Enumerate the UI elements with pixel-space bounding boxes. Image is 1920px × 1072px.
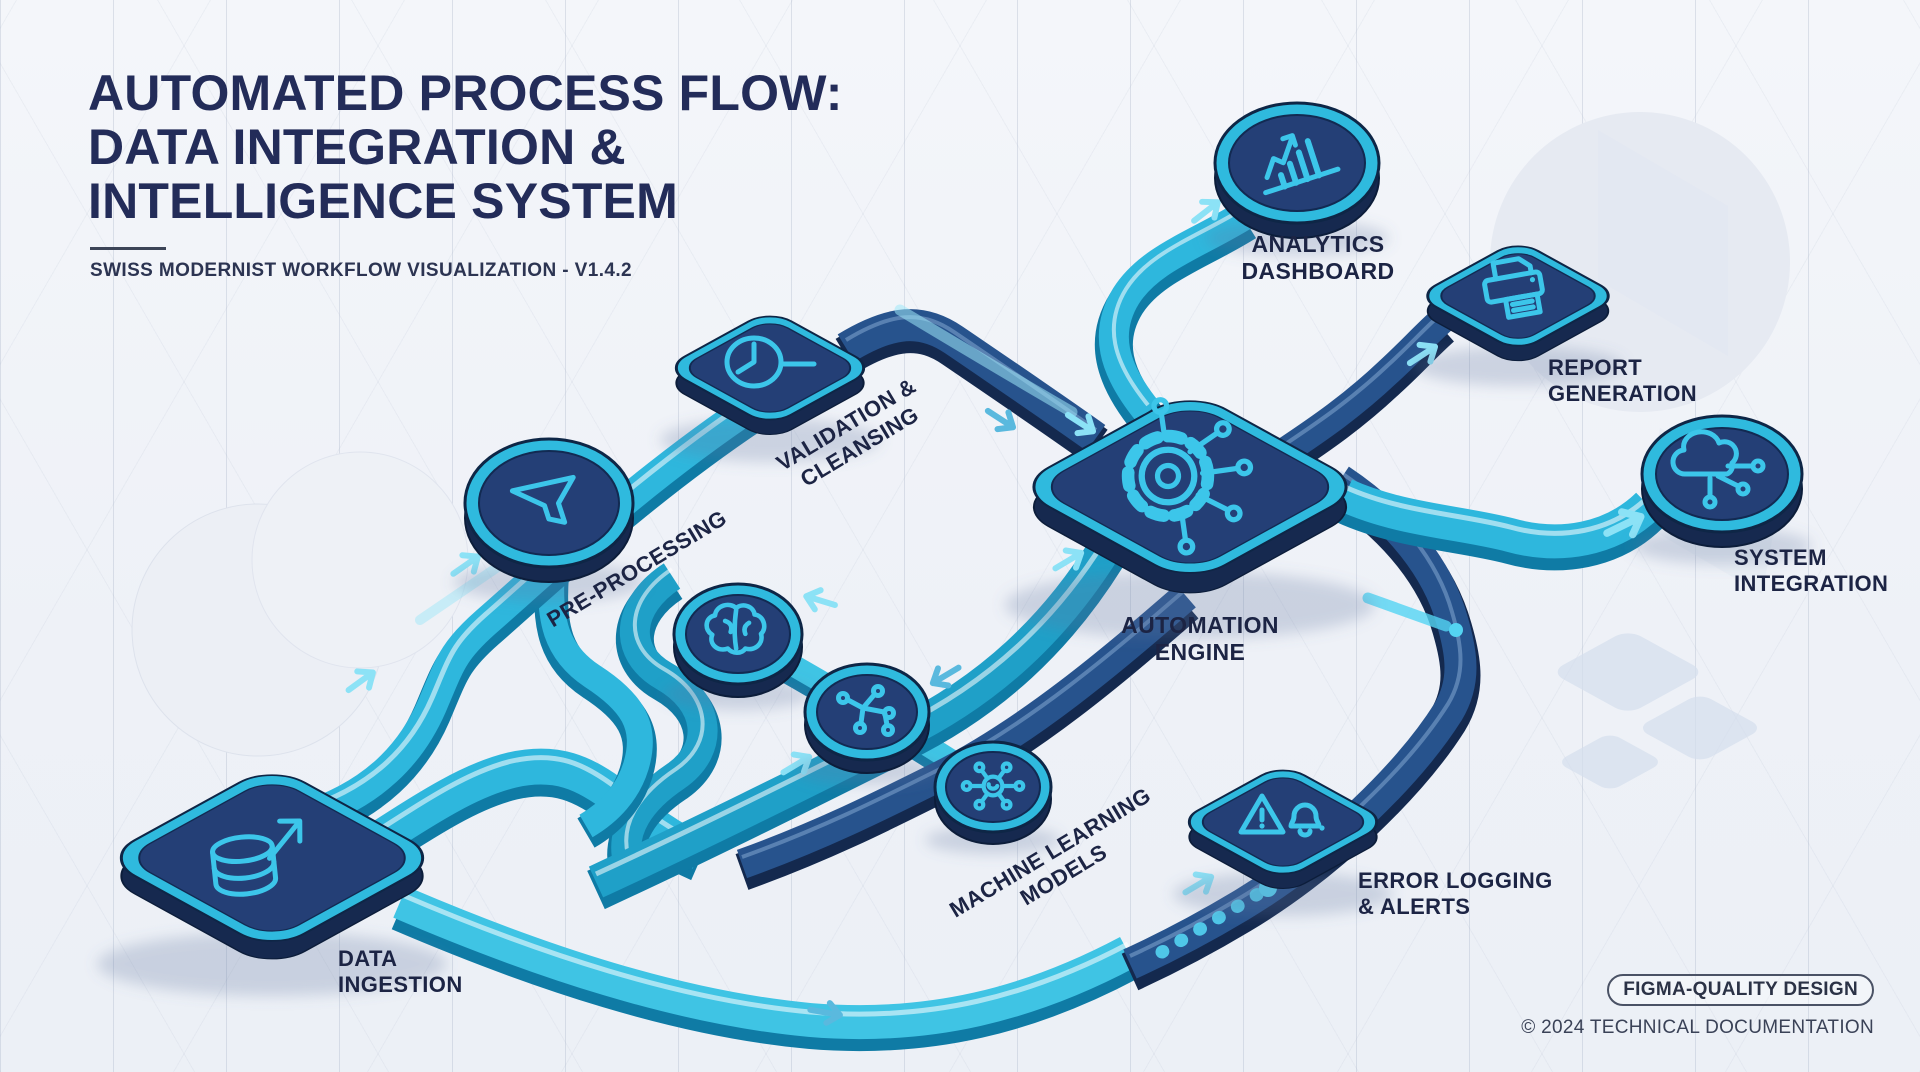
- system-integration-node: [1632, 414, 1812, 564]
- label-analytics-dashboard: ANALYTICS DASHBOARD: [1241, 231, 1395, 285]
- report-generation-node: [1413, 245, 1623, 386]
- tree-icon: [836, 684, 896, 737]
- label-system-integration: SYSTEM INTEGRATION: [1734, 545, 1889, 596]
- warning-bell-icon: [1238, 793, 1325, 838]
- brain-icon: [704, 602, 767, 655]
- label-data-ingestion: DATA INGESTION: [338, 946, 463, 997]
- analytics-dashboard-node: [1205, 101, 1389, 256]
- subtitle: SWISS MODERNIST WORKFLOW VISUALIZATION -…: [90, 260, 633, 281]
- database-arrow-icon: [210, 818, 303, 897]
- nodes: [97, 101, 1812, 996]
- quality-badge: FIGMA-QUALITY DESIGN: [1607, 974, 1874, 1006]
- label-report-generation: REPORT GENERATION: [1548, 355, 1698, 406]
- data-ingestion-node: [97, 774, 447, 996]
- copyright-text: © 2024 TECHNICAL DOCUMENTATION: [1521, 1017, 1874, 1038]
- hub-icon: [960, 761, 1026, 811]
- validation-cleansing-node: [660, 315, 880, 462]
- gear-circuit-icon: [1121, 397, 1254, 556]
- printer-icon: [1482, 256, 1545, 320]
- label-automation-engine: AUTOMATION ENGINE: [1121, 612, 1279, 666]
- cloud-network-icon: [1670, 429, 1766, 510]
- ml-tree-node: [795, 662, 939, 785]
- funnel-icon: [509, 474, 576, 525]
- bar-chart-icon: [1263, 133, 1341, 196]
- label-error-logging-alerts: ERROR LOGGING & ALERTS: [1358, 868, 1553, 919]
- page-title: AUTOMATED PROCESS FLOW: DATA INTEGRATION…: [88, 65, 843, 229]
- automation-engine-node: [1005, 397, 1375, 639]
- magnifier-check-icon: [724, 335, 817, 389]
- error-logging-node: [1173, 769, 1393, 916]
- ml-hub-node: [925, 740, 1061, 854]
- pre-processing-node: [453, 437, 645, 602]
- ml-brain-node: [664, 582, 812, 710]
- title-rule: [90, 247, 166, 250]
